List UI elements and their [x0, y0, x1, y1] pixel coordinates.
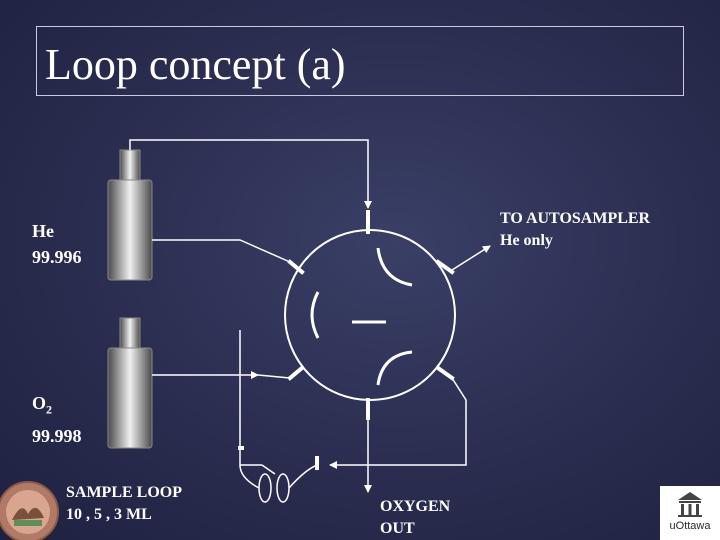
- sample-loop-coil: [239, 464, 318, 503]
- valve-channels: [310, 247, 413, 386]
- he-gas-name: He: [32, 221, 54, 241]
- oxygen-out-line1: OXYGEN: [380, 498, 451, 515]
- line-ticks: [238, 446, 319, 470]
- autosampler-line1: TO AUTOSAMPLER: [500, 210, 651, 227]
- he-purity: 99.996: [32, 247, 82, 267]
- oxygen-out-line2: OUT: [380, 520, 415, 537]
- o2-purity: 99.998: [32, 425, 82, 446]
- he-label: He 99.996: [32, 218, 82, 270]
- uottawa-logo-text: uOttawa: [669, 520, 711, 532]
- building-icon: [678, 492, 702, 517]
- o2-gas-subscript: 2: [46, 402, 53, 417]
- o2-label: O2 99.998: [32, 390, 82, 449]
- o2-gas-name: O2: [32, 390, 82, 423]
- he-cylinder: [107, 149, 153, 281]
- title-frame: Loop concept (a): [36, 26, 684, 96]
- uottawa-logo: uOttawa: [660, 486, 720, 540]
- flow-lines: [129, 139, 491, 493]
- sample-loop-label: SAMPLE LOOP 10 , 5 , 3 ML: [66, 482, 182, 526]
- oxygen-out-label: OXYGEN OUT: [380, 496, 450, 540]
- sample-loop-line1: SAMPLE LOOP: [66, 484, 183, 501]
- autosampler-line2: He only: [500, 232, 553, 249]
- o2-gas-symbol: O: [32, 393, 47, 413]
- university-seal-logo: [0, 481, 59, 540]
- valve-ports: [287, 210, 455, 420]
- slide-title: Loop concept (a): [45, 40, 346, 89]
- o2-cylinder: [107, 317, 153, 449]
- sample-loop-line2: 10 , 5 , 3 ML: [66, 506, 152, 523]
- autosampler-label: TO AUTOSAMPLER He only: [500, 208, 650, 252]
